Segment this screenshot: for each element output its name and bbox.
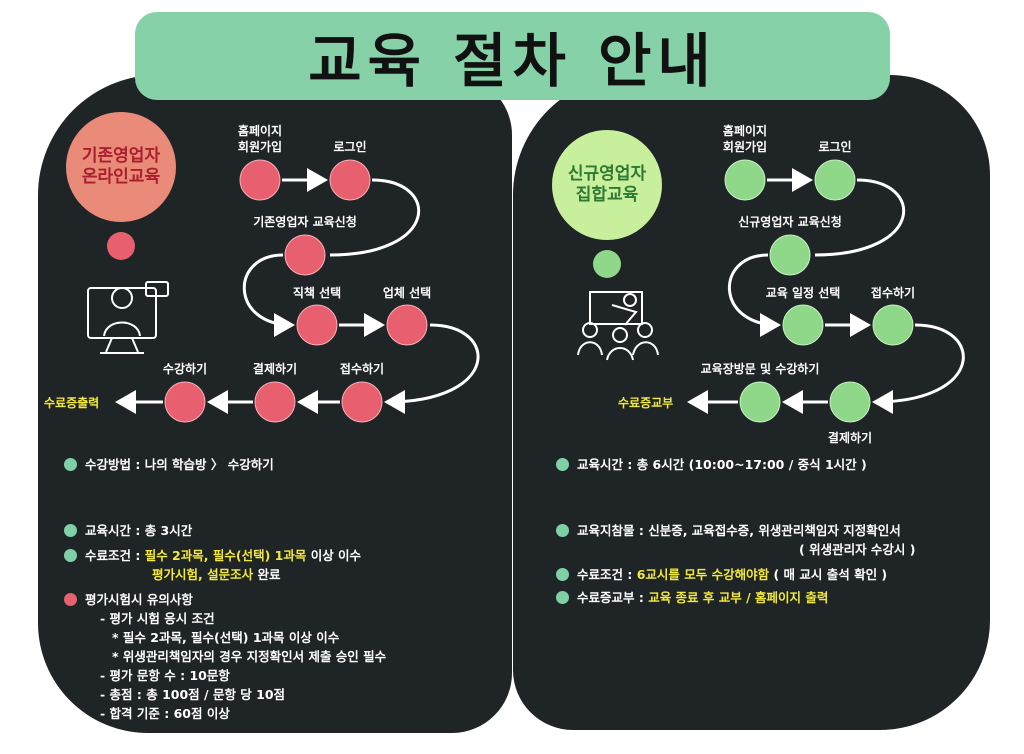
step-label: 교육장방문 및 수강하기	[700, 362, 820, 376]
info-time: 교육시간 : 총 6시간 (10:00~17:00 / 중식 1시간 )	[577, 457, 867, 472]
info-docs: 교육지참물 : 신분증, 교육접수증, 위생관리책임자 지정확인서	[577, 523, 901, 538]
badge-line: 집합교육	[575, 185, 639, 205]
classroom-teacher-icon	[577, 291, 659, 361]
cond-label: 수료조건 :	[577, 567, 637, 582]
bullet-icon	[64, 593, 77, 606]
exam-line: - 총점 : 총 100점 / 문항 당 10점	[100, 687, 286, 702]
bullet-icon	[556, 568, 569, 581]
exam-line: - 평가 문항 수 : 10문항	[100, 668, 230, 683]
pin-dot	[107, 232, 135, 260]
step-label: 직책 선택	[292, 286, 342, 300]
page-title: 교육 절차 안내	[135, 12, 890, 100]
step-label: 로그인	[818, 140, 852, 154]
bullet-icon	[556, 524, 569, 537]
step-node	[239, 159, 281, 201]
cond-highlight: 필수 2과목, 필수(선택) 1과목	[144, 548, 307, 563]
online-info: 수강방법 : 나의 학습방 〉 수강하기 교육시간 : 총 3시간 수료조건 :…	[64, 455, 386, 723]
badge-line: 기존영업자	[81, 146, 161, 166]
step-node	[782, 304, 824, 346]
flow-end-label: 수료증교부	[618, 396, 674, 410]
bullet-icon	[64, 549, 77, 562]
flow-arrow	[728, 253, 781, 337]
step-node	[329, 159, 371, 201]
online-learning-computer-icon	[87, 281, 169, 354]
step-node	[296, 304, 338, 346]
step-label: 교육 일정 선택	[765, 286, 841, 300]
exam-line: - 합격 기준 : 60점 이상	[100, 706, 230, 721]
step-label: 결제하기	[827, 431, 873, 445]
step-node	[164, 381, 206, 423]
step-node	[739, 381, 781, 423]
step-label: 수강하기	[162, 362, 208, 376]
step-label: 홈페이지 회원가입	[722, 124, 768, 154]
step-node	[769, 234, 811, 276]
step-node	[814, 159, 856, 201]
flow-end-label: 수료증출력	[44, 396, 100, 410]
bullet-icon	[556, 458, 569, 471]
flow-arrow	[872, 323, 965, 414]
exam-title: 평가시험시 유의사항	[85, 592, 193, 607]
exam-line: * 필수 2과목, 필수(선택) 1과목 이상 이수	[112, 630, 340, 645]
step-label: 접수하기	[870, 286, 916, 300]
step-label: 신규영업자 교육신청	[738, 215, 842, 229]
bullet-icon	[556, 591, 569, 604]
cert-label: 수료증교부 :	[577, 590, 649, 605]
step-label: 홈페이지 회원가입	[237, 124, 283, 154]
cond-highlight: 6교시를 모두 수강해야함	[636, 567, 770, 582]
step-node	[724, 159, 766, 201]
flow-arrow	[384, 323, 480, 414]
step-label: 접수하기	[339, 362, 385, 376]
step-label: 업체 선택	[382, 286, 432, 300]
flow-arrow	[329, 178, 421, 257]
flow-arrow	[814, 178, 906, 257]
badge-line: 온라인교육	[81, 167, 161, 187]
step-label: 결제하기	[252, 362, 298, 376]
info-time: 교육시간 : 총 3시간	[85, 523, 193, 538]
cond-text: 완료	[253, 567, 281, 582]
info-method: 수강방법 : 나의 학습방 〉 수강하기	[85, 457, 274, 472]
step-node	[872, 304, 914, 346]
step-node	[284, 234, 326, 276]
step-node	[254, 381, 296, 423]
badge-line: 신규영업자	[567, 164, 647, 184]
exam-line: * 위생관리책임자의 경우 지정확인서 제출 승인 필수	[112, 649, 387, 664]
bullet-icon	[64, 458, 77, 471]
bullet-icon	[64, 524, 77, 537]
step-label: 기존영업자 교육신청	[253, 215, 357, 229]
step-node	[386, 304, 428, 346]
cond-text: 이상 이수	[306, 548, 362, 563]
step-node	[341, 381, 383, 423]
pin-dot	[593, 250, 621, 278]
cond-text: ( 매 교시 출석 확인 )	[769, 567, 888, 582]
step-node	[829, 381, 871, 423]
group-info: 교육시간 : 총 6시간 (10:00~17:00 / 중식 1시간 ) 교육지…	[556, 455, 915, 607]
flow-arrow	[242, 253, 295, 337]
cert-highlight: 교육 종료 후 교부 / 홈페이지 출력	[648, 590, 829, 605]
exam-line: - 평가 시험 응시 조건	[100, 611, 215, 626]
cond-label: 수료조건 :	[85, 548, 145, 563]
cond-highlight: 평가시험, 설문조사	[152, 567, 254, 582]
step-label: 로그인	[333, 140, 367, 154]
info-docs-note: ( 위생관리자 수강시 )	[799, 542, 916, 557]
